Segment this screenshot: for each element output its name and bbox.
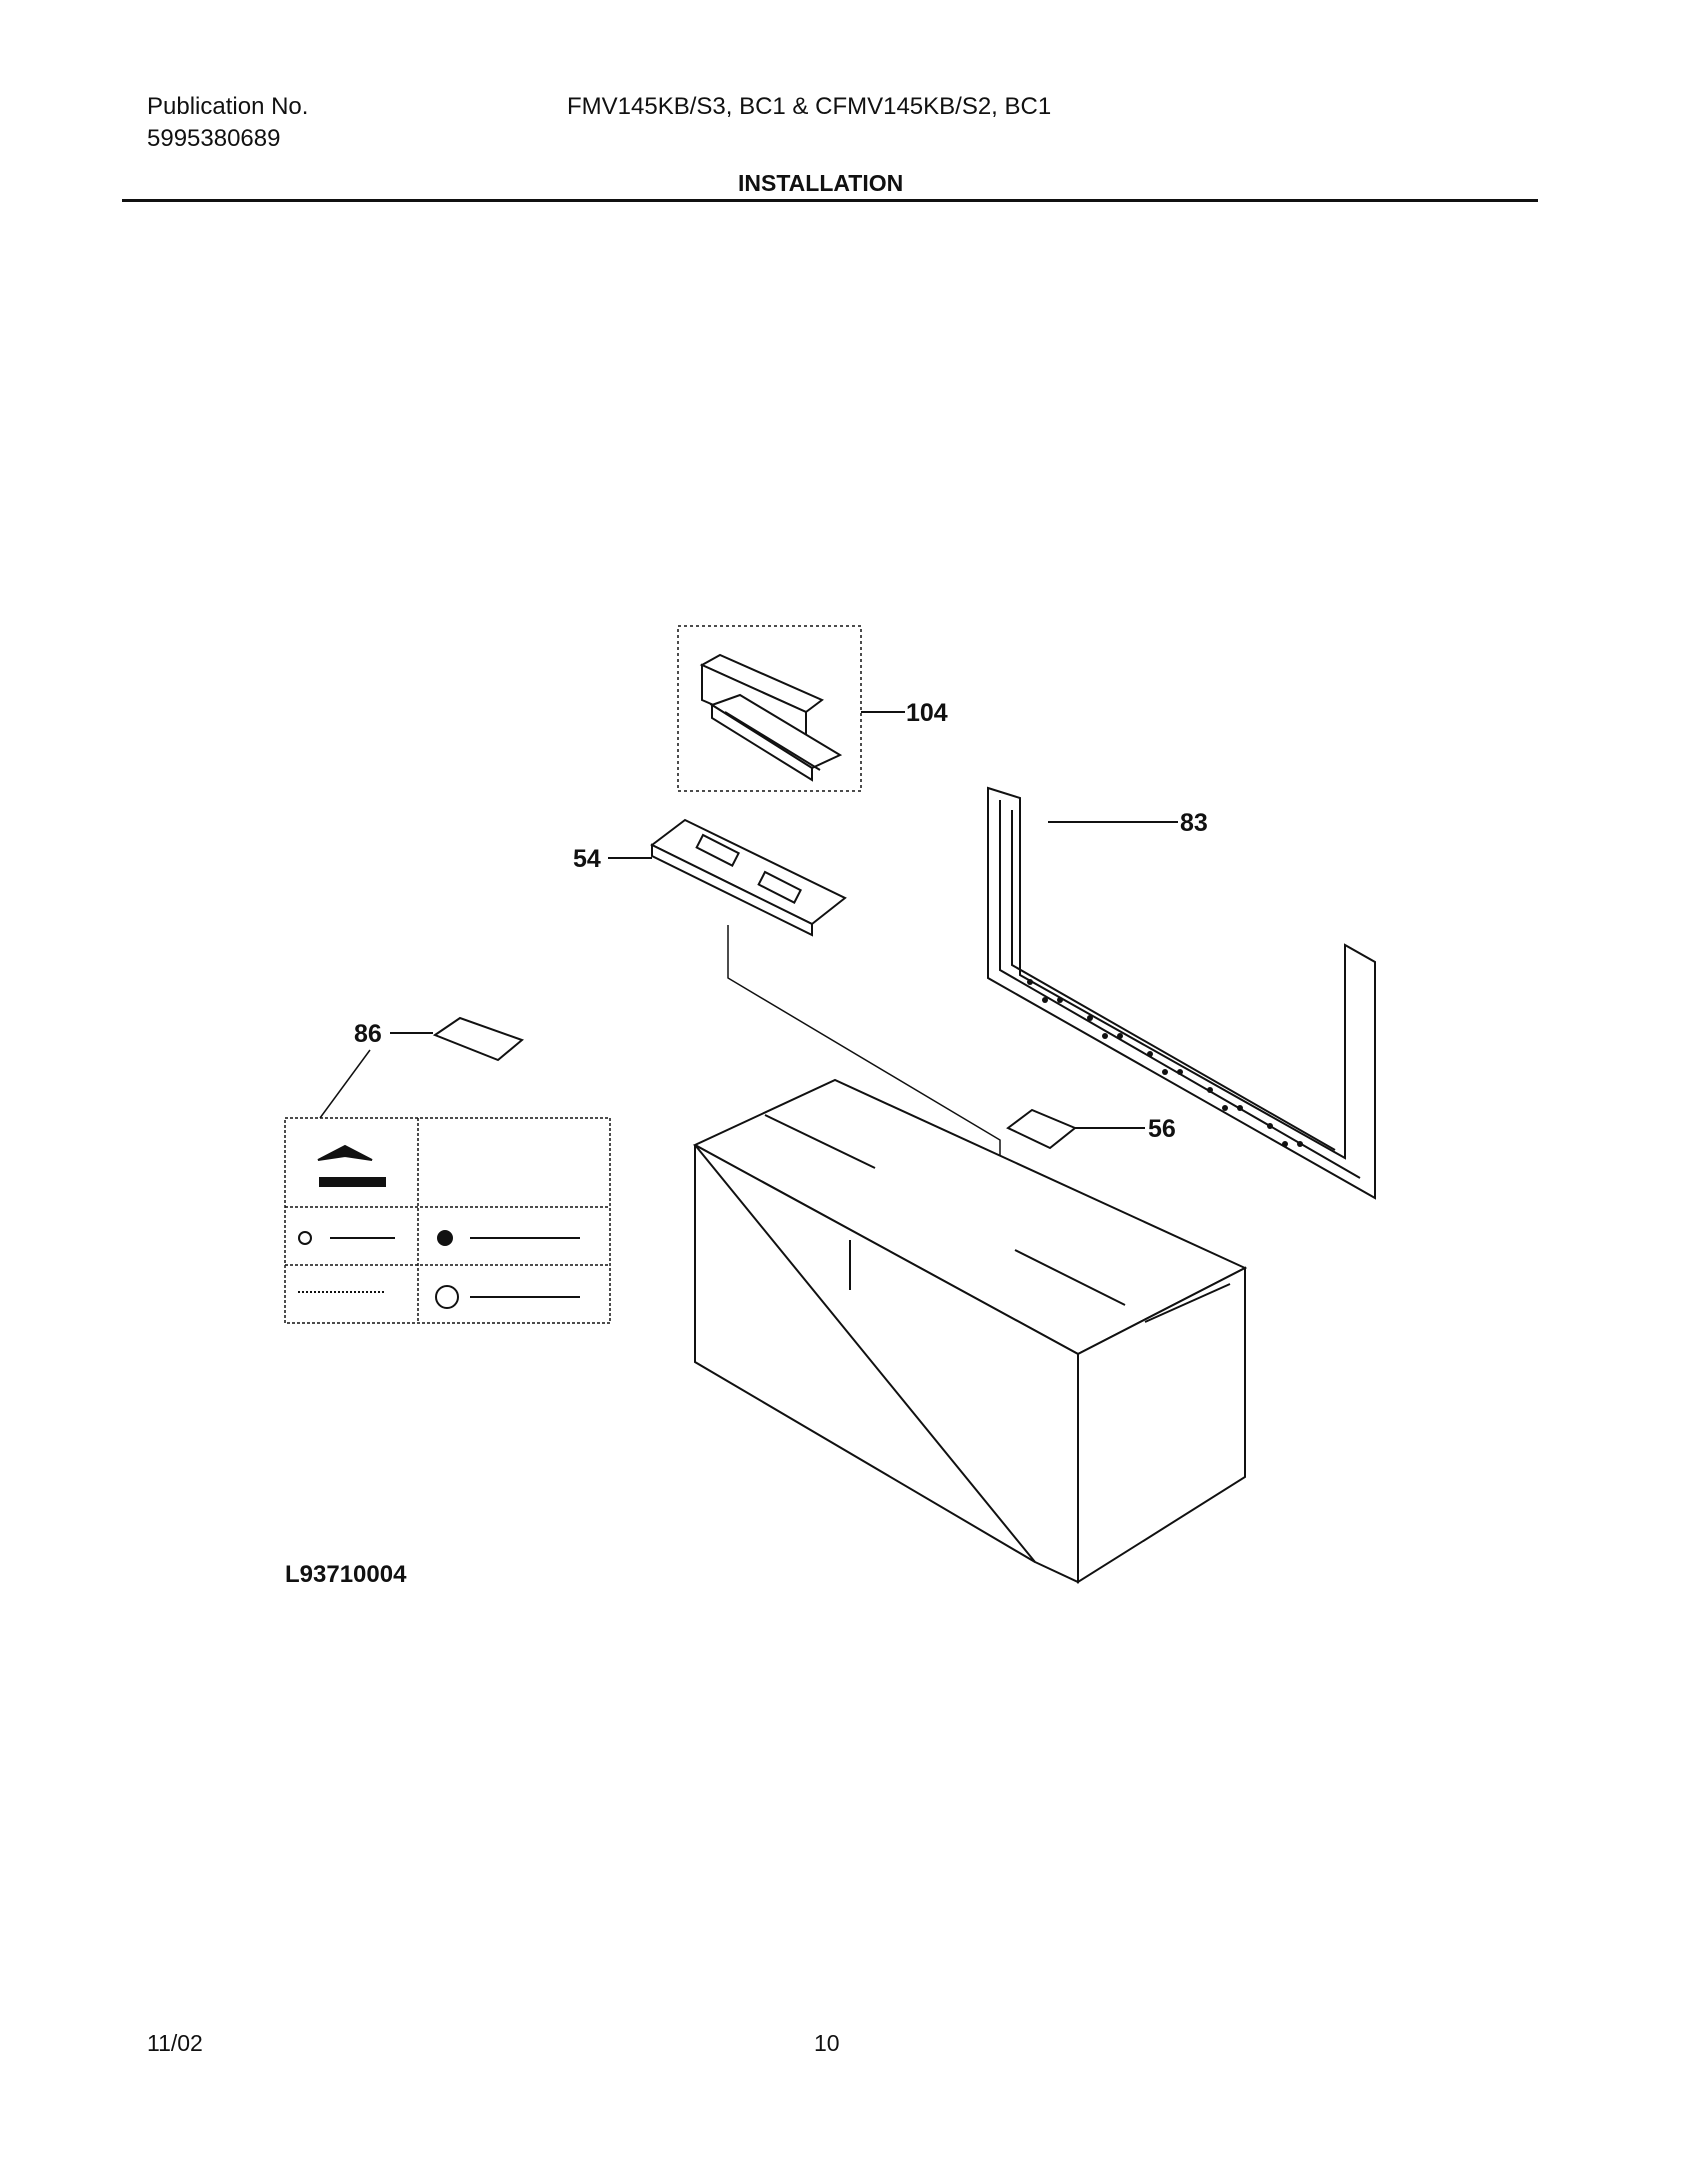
callout-83: 83 <box>1180 809 1208 837</box>
cabinet-sleeve-drawing <box>692 1078 1248 1584</box>
publication-number: 5995380689 <box>147 125 281 152</box>
callout-86: 86 <box>354 1020 382 1048</box>
footer-page-number: 10 <box>814 2030 840 2056</box>
part-54-drawing <box>650 818 847 937</box>
hardware-kit-grid <box>284 1117 611 1324</box>
callout-104: 104 <box>906 699 948 727</box>
section-title: INSTALLATION <box>738 170 904 196</box>
publication-label: Publication No. <box>147 93 309 120</box>
callout-56: 56 <box>1148 1115 1176 1143</box>
part-86-drawing <box>432 1016 524 1062</box>
part-56-drawing <box>1006 1108 1077 1150</box>
drawing-code: L93710004 <box>285 1561 407 1588</box>
hardware-kit-items <box>298 1144 580 1309</box>
footer-date: 11/02 <box>147 2030 203 2056</box>
header-rule <box>122 199 1538 202</box>
part-104-drawing <box>677 625 862 792</box>
callout-54: 54 <box>573 845 601 873</box>
model-numbers: FMV145KB/S3, BC1 & CFMV145KB/S2, BC1 <box>567 93 1052 120</box>
part-83-drawing <box>987 786 1376 1200</box>
leader-86-to-kit <box>319 1049 371 1119</box>
